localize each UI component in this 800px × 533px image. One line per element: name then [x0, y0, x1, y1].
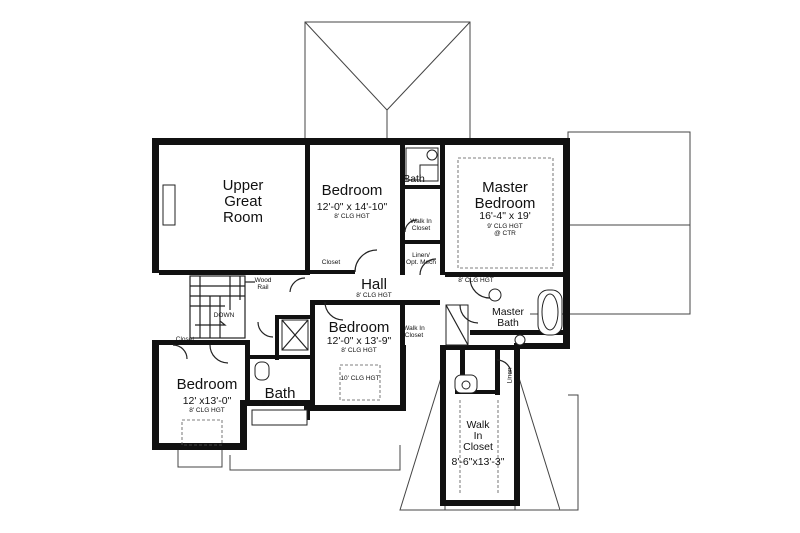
room-label-master-bedroom: Master Bedroom: [475, 180, 536, 212]
bath-lower-fixtures: [251, 319, 309, 426]
label-line: 9' CLG HGT: [487, 223, 523, 230]
master-closet-fixtures: [454, 374, 499, 495]
room-label-linen-mech: Linen/ Opt. Mech: [406, 252, 436, 267]
ceiling-height-bedroom-3: 8' CLG HGT: [341, 347, 377, 354]
label-line: Rail: [257, 283, 269, 291]
roof-top: [304, 21, 471, 143]
room-label-bedroom-2: Bedroom: [322, 183, 383, 199]
label-line: Closet: [463, 441, 493, 454]
room-label-closet-bedroom-4: Closet: [175, 336, 195, 343]
room-label-upper-great-room: Upper Great Room: [223, 178, 264, 225]
room-label-walk-in-closet-small: Walk In Closet: [410, 218, 432, 233]
label-line: In: [473, 430, 483, 443]
label-line: Closet: [411, 224, 431, 232]
ceiling-height-bedroom-4: 8' CLG HGT: [189, 407, 225, 414]
room-name-line: Room: [222, 208, 264, 226]
room-label-bath-upper: Bath: [403, 173, 425, 185]
room-dims-bedroom-3: 12'-0" x 13'-9": [326, 335, 392, 347]
label-line: Wood: [254, 277, 272, 284]
label-line: Linen/: [412, 252, 430, 259]
bath-upper-fixtures: [405, 147, 439, 182]
door-swings: [172, 219, 512, 375]
room-name: Bedroom: [321, 182, 383, 199]
label-line: Walk In: [410, 218, 432, 225]
window-left: [162, 184, 176, 226]
room-label-bath-lower: Bath: [264, 385, 296, 402]
room-label-master-bath: Master Bath: [491, 306, 525, 330]
room-name-line: Upper: [222, 177, 264, 194]
room-label-master-walk-in-closet: Walk In Closet: [463, 419, 493, 454]
ceiling-height-bath-lower: 8' CLG HGT: [262, 401, 298, 408]
room-label-linen-master: Linen: [506, 367, 514, 384]
label-line: Closet: [404, 331, 424, 339]
room-label-hall: Hall: [361, 276, 387, 293]
label-line: Walk In: [403, 325, 425, 332]
ceiling-height-bedroom-3-tray: 10' CLG HGT: [340, 375, 380, 382]
room-dims-master-bedroom: 16'-4" x 19': [479, 210, 531, 222]
label-line: Walk: [466, 419, 490, 431]
label-stairs-down: DOWN: [213, 312, 235, 319]
tray-ceiling-master: [457, 157, 554, 269]
room-label-walk-in-closet-bedroom-3: Walk In Closet: [403, 325, 425, 340]
ceiling-height-master-bedroom: 9' CLG HGT @ CTR: [487, 223, 523, 238]
label-line: Master: [491, 306, 525, 318]
room-label-closet-bedroom-2: Closet: [321, 259, 341, 266]
ceiling-height-hall: 8' CLG HGT: [356, 292, 392, 299]
ceiling-height-bedroom-2: 8' CLG HGT: [334, 213, 370, 220]
ceiling-height-master-passage: 8' CLG HGT: [458, 277, 494, 284]
label-line: @ CTR: [494, 229, 516, 237]
roof-lower-left: [177, 444, 401, 471]
label-wood-rail: Wood Rail: [254, 277, 272, 292]
room-dims-bedroom-2: 12'-0" x 14'-10": [316, 201, 388, 213]
interior-walls: [159, 145, 565, 405]
tray-ceiling-bedroom3: [339, 364, 381, 401]
room-label-bedroom-4: Bedroom: [176, 376, 238, 393]
room-dims-master-walk-in-closet: 8'-6"x13'-3": [451, 456, 505, 468]
room-name-line: Master: [482, 179, 528, 196]
room-name-line: Great: [224, 192, 262, 210]
label-line: Bath: [497, 317, 519, 330]
room-label-bedroom-3: Bedroom: [328, 319, 390, 336]
room-name-line: Bedroom: [474, 194, 536, 212]
label-line: Opt. Mech: [406, 258, 436, 266]
roof-right: [530, 131, 691, 315]
staircase: [189, 275, 255, 339]
ceiling-outline-bedroom4: [181, 419, 223, 446]
exterior-walls: [152, 138, 570, 506]
room-dims-bedroom-4: 12' x13'-0": [182, 395, 232, 407]
